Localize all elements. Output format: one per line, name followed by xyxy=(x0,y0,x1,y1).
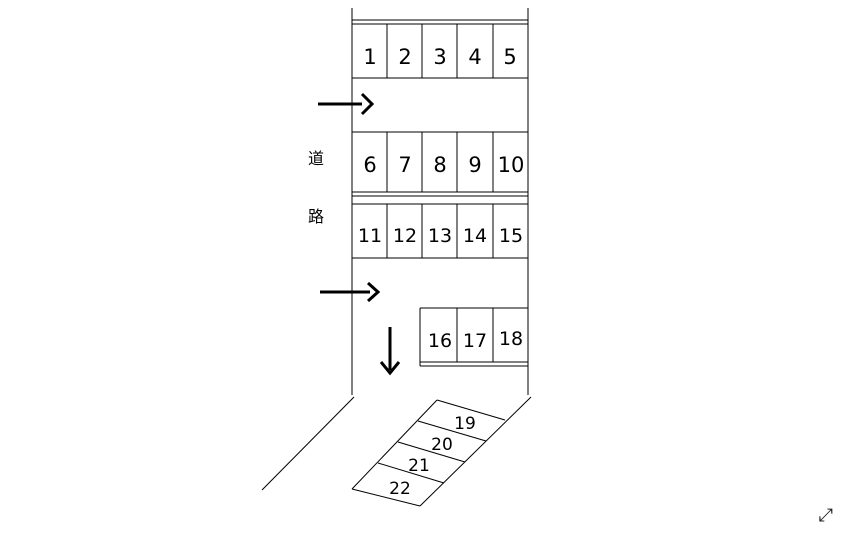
space-number: 15 xyxy=(499,225,523,247)
space-number: 9 xyxy=(468,153,481,177)
space-number: 12 xyxy=(393,225,417,247)
angled-bay-line xyxy=(351,488,421,507)
space-number: 6 xyxy=(363,153,376,177)
road-label-char: 路 xyxy=(308,207,324,226)
space-number: 20 xyxy=(431,435,453,455)
arrow-right-icon xyxy=(320,281,381,303)
space-number: 7 xyxy=(398,153,411,177)
space-number: 4 xyxy=(468,45,481,69)
space-number: 1 xyxy=(363,45,376,69)
space-number: 22 xyxy=(389,479,411,499)
space-number: 10 xyxy=(498,153,525,177)
space-number: 18 xyxy=(499,328,523,350)
space-number: 11 xyxy=(358,225,382,247)
space-number: 21 xyxy=(408,456,430,476)
diagonal-right-line xyxy=(419,396,532,507)
expand-icon[interactable]: ⤢ xyxy=(818,505,833,526)
arrow-right-icon xyxy=(318,92,375,116)
diagonal-left-line xyxy=(261,396,355,491)
space-number: 2 xyxy=(398,45,411,69)
space-number: 13 xyxy=(428,225,452,247)
space-number: 5 xyxy=(503,45,516,69)
angled-bay-line xyxy=(436,399,506,421)
angled-bay-outer-line xyxy=(351,399,438,490)
space-number: 14 xyxy=(463,225,487,247)
arrow-down-icon xyxy=(379,327,401,376)
angled-bay-line xyxy=(377,462,445,484)
angled-bay-line xyxy=(397,441,466,463)
space-number: 17 xyxy=(463,330,487,352)
space-number: 3 xyxy=(433,45,446,69)
angled-bay-line xyxy=(417,420,487,442)
road-label-char: 道 xyxy=(308,149,324,168)
space-number: 8 xyxy=(433,153,446,177)
space-number: 19 xyxy=(454,414,476,434)
space-number: 16 xyxy=(428,330,452,352)
